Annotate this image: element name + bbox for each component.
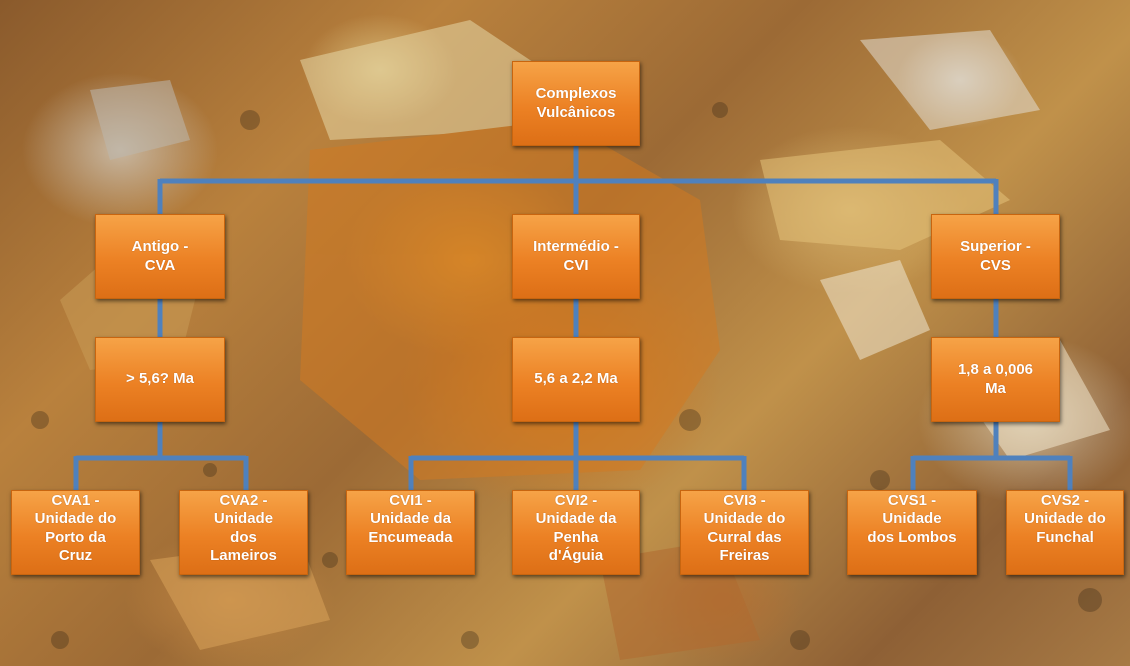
age-node-cva: > 5,6? Ma (95, 337, 225, 422)
unit-node-cva2-label: CVA2 - Unidade dos Lameiros (210, 492, 277, 564)
unit-node-cvs1-label: CVS1 - Unidade dos Lombos (867, 492, 957, 546)
unit-node-cva2: CVA2 - Unidade dos Lameiros (179, 490, 308, 575)
rock (300, 20, 560, 140)
age-node-cva-label: > 5,6? Ma (126, 370, 194, 388)
rock (90, 80, 190, 160)
root-node-label: Complexos Vulcânicos (535, 84, 617, 121)
complex-node-cvi: Intermédio - CVI (512, 214, 640, 299)
age-node-cvi-label: 5,6 a 2,2 Ma (534, 370, 618, 388)
complex-node-cvs-label: Superior - CVS (960, 237, 1031, 274)
unit-node-cvi1: CVI1 - Unidade da Encumeada (346, 490, 475, 575)
unit-node-cvs1: CVS1 - Unidade dos Lombos (847, 490, 977, 575)
age-node-cvs-label: 1,8 a 0,006 Ma (957, 360, 1034, 397)
unit-node-cvi3: CVI3 - Unidade do Curral das Freiras (680, 490, 809, 575)
complex-node-cva-label: Antigo - CVA (131, 237, 189, 274)
rock (820, 260, 930, 360)
unit-node-cva1-label: CVA1 - Unidade do Porto da Cruz (34, 492, 117, 564)
unit-node-cva1: CVA1 - Unidade do Porto da Cruz (11, 490, 140, 575)
age-node-cvs: 1,8 a 0,006 Ma (931, 337, 1060, 422)
rock (860, 30, 1040, 130)
age-node-cvi: 5,6 a 2,2 Ma (512, 337, 640, 422)
complex-node-cva: Antigo - CVA (95, 214, 225, 299)
unit-node-cvi1-label: CVI1 - Unidade da Encumeada (368, 492, 453, 546)
complex-node-cvi-label: Intermédio - CVI (533, 237, 619, 274)
unit-node-cvi2-label: CVI2 - Unidade da Penha d'Águia (535, 492, 617, 564)
unit-node-cvs2: CVS2 - Unidade do Funchal (1006, 490, 1124, 575)
unit-node-cvi2: CVI2 - Unidade da Penha d'Águia (512, 490, 640, 575)
unit-node-cvs2-label: CVS2 - Unidade do Funchal (1024, 492, 1106, 546)
complex-node-cvs: Superior - CVS (931, 214, 1060, 299)
unit-node-cvi3-label: CVI3 - Unidade do Curral das Freiras (703, 492, 786, 564)
root-node: Complexos Vulcânicos (512, 61, 640, 146)
